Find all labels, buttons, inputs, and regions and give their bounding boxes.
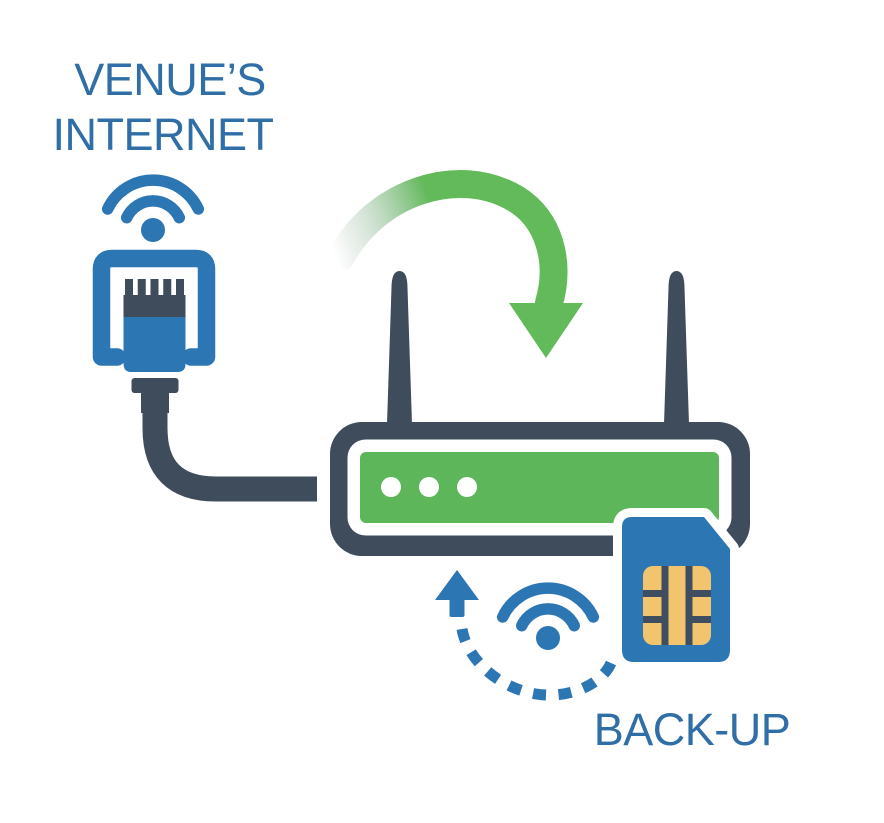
wifi-icon-bottom bbox=[496, 582, 600, 650]
backup-label: BACK-UP bbox=[594, 704, 791, 755]
plug-body bbox=[123, 317, 186, 372]
dashed-arrow-head bbox=[435, 570, 479, 617]
wifi-inner-arc bbox=[120, 195, 186, 224]
wifi-inner-arc bbox=[515, 603, 581, 632]
venues-internet-label: VENUE’S INTERNET bbox=[53, 54, 275, 160]
dashed-backup-arrow-icon bbox=[435, 570, 617, 701]
wifi-dot bbox=[141, 218, 165, 242]
wifi-outer-arc bbox=[101, 174, 205, 215]
failover-arrow-icon bbox=[327, 170, 583, 358]
port-bracket bbox=[92, 249, 216, 366]
failover-arrow-arc bbox=[327, 170, 568, 317]
router-antenna-left bbox=[387, 271, 412, 424]
router-antenna-right bbox=[664, 271, 689, 424]
wifi-outer-arc bbox=[496, 582, 600, 623]
venues-internet-line2: INTERNET bbox=[53, 109, 274, 160]
venues-internet-line1: VENUE’S bbox=[74, 54, 266, 105]
dashed-arc bbox=[456, 627, 617, 701]
plug-connector-teeth bbox=[123, 279, 186, 319]
wifi-dot bbox=[536, 626, 560, 650]
ethernet-plug-icon bbox=[92, 249, 216, 413]
ethernet-cable bbox=[142, 405, 317, 502]
failover-arrow-head bbox=[509, 303, 583, 358]
sim-chip-dividers bbox=[643, 566, 711, 645]
sim-card-icon bbox=[613, 508, 739, 671]
router-front-panel bbox=[360, 452, 719, 523]
wifi-icon-top bbox=[101, 174, 205, 242]
router-status-dots bbox=[381, 477, 477, 497]
sim-chip-icon bbox=[643, 566, 711, 645]
